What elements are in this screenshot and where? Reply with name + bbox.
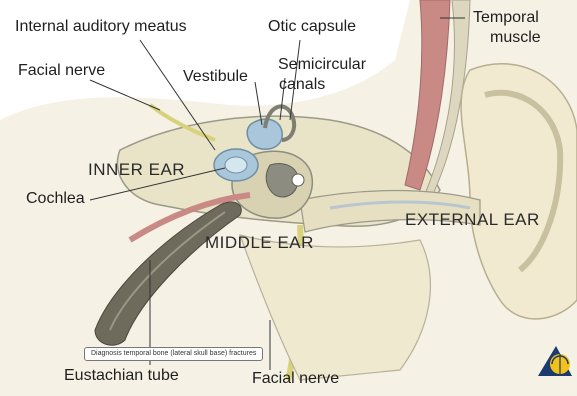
region-external-ear: EXTERNAL EAR: [405, 210, 540, 230]
region-middle-ear: MIDDLE EAR: [205, 233, 314, 253]
stapes-footplate: [292, 174, 304, 186]
label-otic-capsule: Otic capsule: [268, 18, 356, 36]
label-semicircular-line1: Semicircular: [278, 56, 366, 74]
label-cochlea: Cochlea: [26, 190, 85, 208]
label-temporal-muscle-line1: Temporal: [473, 9, 539, 27]
region-inner-ear: INNER EAR: [88, 160, 185, 180]
label-vestibule: Vestibule: [183, 68, 248, 86]
caption-box: Diagnosis temporal bone (lateral skull b…: [84, 347, 263, 361]
label-eustachian-tube: Eustachian tube: [64, 367, 179, 385]
label-semicircular-line2: canals: [279, 76, 325, 94]
publisher-logo-icon: [534, 340, 574, 380]
label-facial-nerve-top: Facial nerve: [18, 62, 105, 80]
label-internal-auditory-meatus: Internal auditory meatus: [15, 18, 187, 36]
label-facial-nerve-bottom: Facial nerve: [252, 370, 339, 388]
label-temporal-muscle-line2: muscle: [490, 29, 541, 47]
cochlea-inner: [225, 157, 247, 173]
